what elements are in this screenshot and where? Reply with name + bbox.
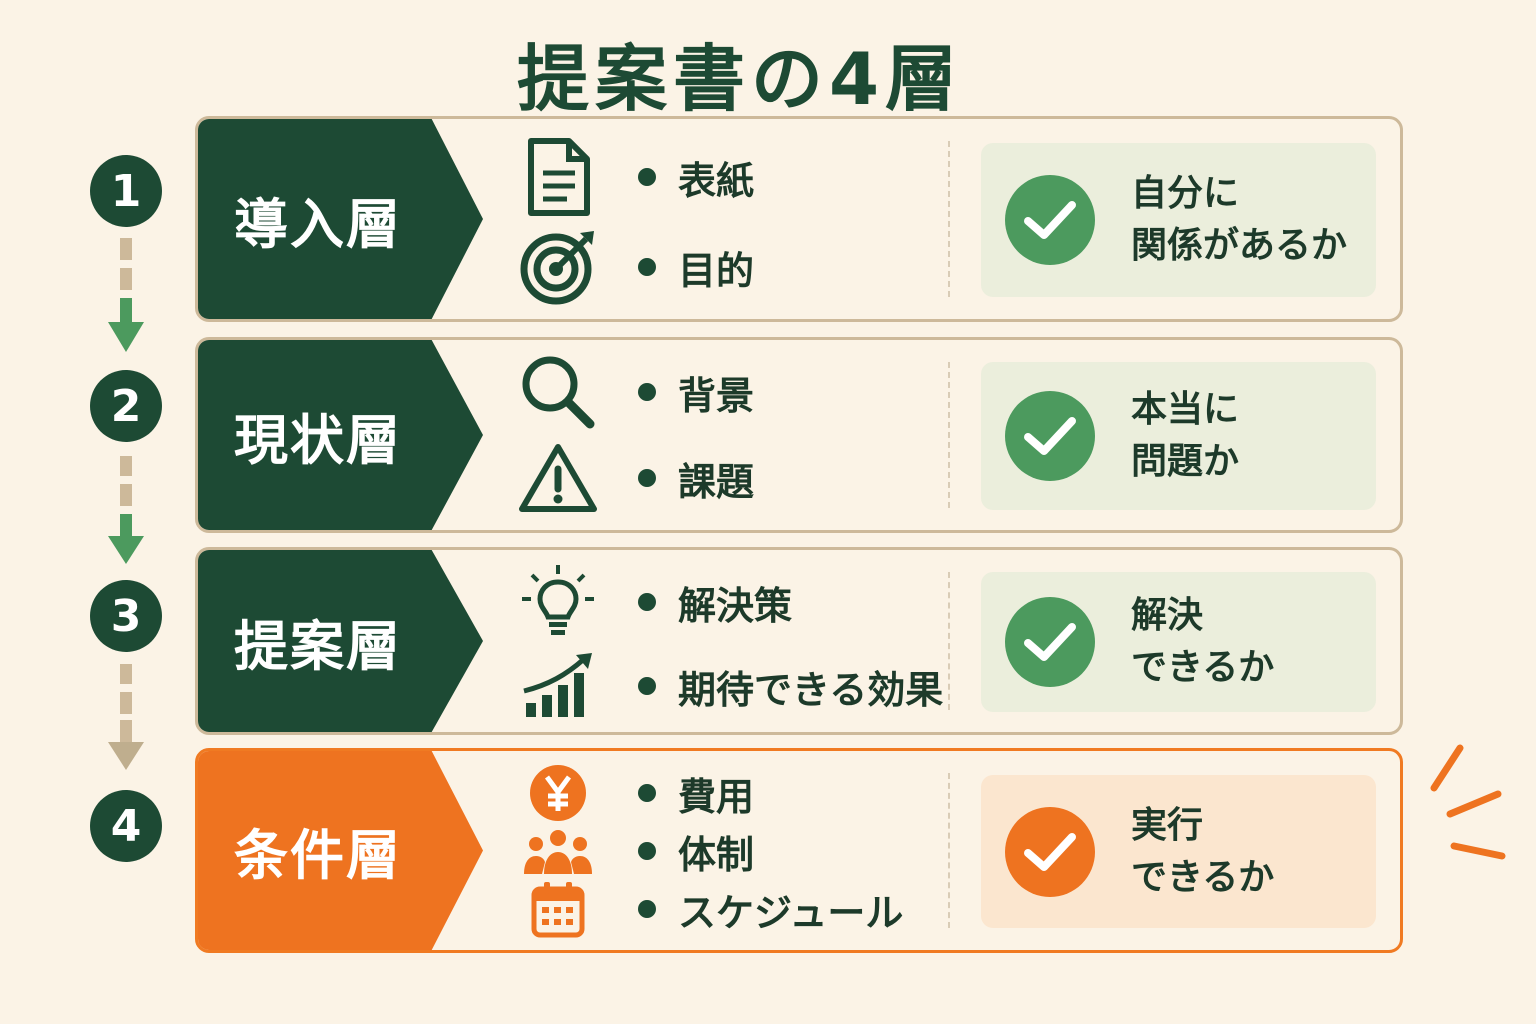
team-icon [518, 811, 598, 891]
list-item: 期待できる効果 [518, 653, 943, 717]
item-label: 費用 [678, 774, 755, 819]
check-question: 自分に 関係があるか [1131, 173, 1348, 266]
list-item: 体制 [518, 821, 938, 881]
divider [948, 572, 950, 710]
check-panel: 実行 できるか [981, 775, 1376, 928]
check-icon [1005, 391, 1095, 481]
layer-name: 現状層 [198, 340, 483, 530]
step-number-4: 4 [90, 790, 162, 862]
list-item: スケジュール [518, 879, 938, 939]
check-panel: 解決 できるか [981, 572, 1376, 712]
check-question: 実行 できるか [1131, 804, 1275, 898]
step-number-1: 1 [90, 155, 162, 227]
growth-chart-icon [518, 646, 598, 726]
check-panel: 本当に 問題か [981, 362, 1376, 510]
layer-current-state: 現状層 背景 課題 本当に 問題か [195, 337, 1403, 533]
layer-proposal: 提案層 解決策 期待できる効果 解決 できるか [195, 547, 1403, 735]
yen-coin-icon [518, 753, 598, 833]
list-item: 解決策 [518, 565, 938, 635]
item-label: 解決策 [678, 583, 793, 628]
layer-name: 条件層 [198, 751, 483, 950]
check-question: 本当に 問題か [1131, 389, 1240, 482]
list-item: 目的 [518, 231, 938, 305]
bullet [638, 593, 656, 611]
arrow-down-icon [108, 238, 144, 352]
divider [948, 141, 950, 297]
check-question: 解決 できるか [1131, 595, 1275, 688]
item-label: 体制 [678, 832, 755, 877]
check-icon [1005, 806, 1095, 897]
step-number-3: 3 [90, 580, 162, 652]
list-item: 費用 [518, 763, 938, 823]
arrow-down-icon [108, 664, 144, 770]
layer-name: 導入層 [198, 119, 483, 319]
bullet [638, 469, 656, 487]
item-label: 表紙 [678, 158, 755, 203]
bullet [638, 168, 656, 186]
item-label: 期待できる効果 [678, 667, 944, 712]
bullet [638, 842, 656, 860]
bullet [638, 784, 656, 802]
check-icon [1005, 175, 1095, 265]
bullet [638, 677, 656, 695]
list-item: 課題 [518, 444, 938, 512]
check-panel: 自分に 関係があるか [981, 143, 1376, 297]
document-icon [518, 137, 598, 217]
list-item: 表紙 [518, 138, 938, 216]
page-title: 提案書の4層 [516, 37, 964, 121]
target-icon [518, 227, 598, 307]
warning-icon [518, 438, 598, 518]
layer-conditions: 条件層 費用 体制 スケジュール 実行 できるか [195, 748, 1403, 953]
bullet [638, 900, 656, 918]
emphasis-burst-icon [1430, 744, 1506, 860]
calendar-icon [518, 869, 598, 949]
divider [948, 773, 950, 928]
check-icon [1005, 597, 1095, 687]
item-label: スケジュール [678, 890, 904, 935]
item-label: 目的 [678, 248, 755, 293]
item-label: 背景 [678, 373, 755, 418]
search-icon [518, 352, 598, 432]
layer-introduction: 導入層 表紙 目的 自分に 関係があるか [195, 116, 1403, 322]
bullet [638, 258, 656, 276]
divider [948, 362, 950, 508]
layer-name: 提案層 [198, 550, 483, 732]
lightbulb-icon [518, 562, 598, 642]
step-number-2: 2 [90, 370, 162, 442]
arrow-down-icon [108, 456, 144, 564]
bullet [638, 383, 656, 401]
item-label: 課題 [678, 459, 755, 504]
list-item: 背景 [518, 356, 938, 429]
